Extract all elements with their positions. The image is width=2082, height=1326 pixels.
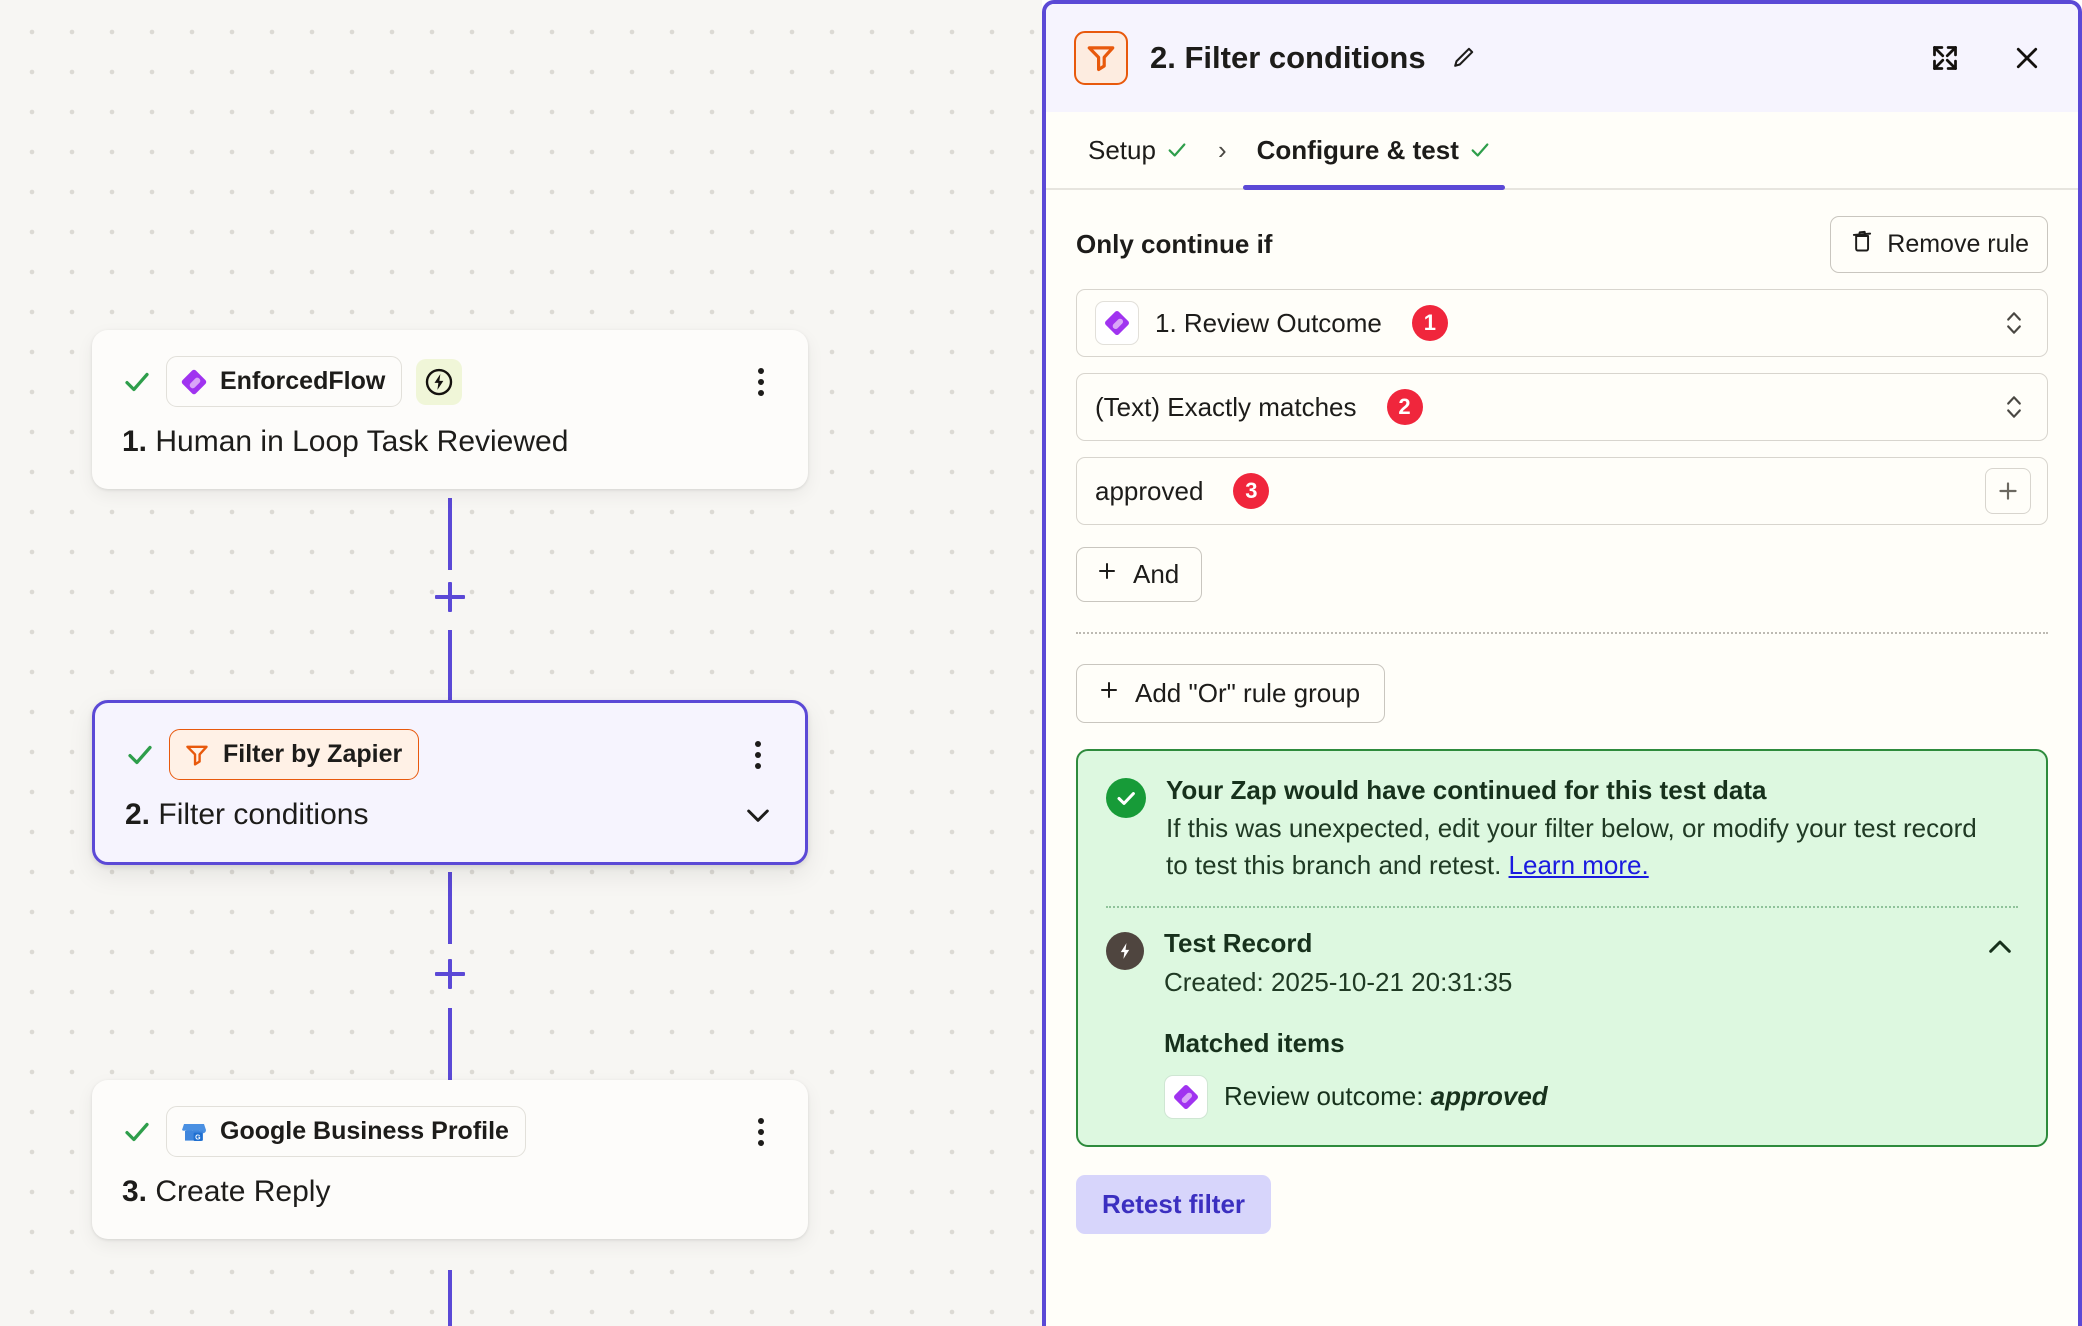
matched-item-value: approved xyxy=(1430,1081,1548,1112)
plus-icon xyxy=(1095,559,1119,590)
stepper-icon[interactable] xyxy=(1997,390,2031,424)
node-title-1: 1. Human in Loop Task Reviewed xyxy=(122,425,778,459)
rule-operator-value: (Text) Exactly matches xyxy=(1095,391,1357,422)
expand-icon[interactable] xyxy=(1924,37,1966,79)
annotation-badge-2: 2 xyxy=(1386,389,1423,425)
retest-filter-button[interactable]: Retest filter xyxy=(1076,1174,1272,1234)
enforcedflow-diamond-icon xyxy=(1164,1074,1208,1119)
test-record-title: Test Record xyxy=(1164,927,1313,958)
chevron-up-icon[interactable] xyxy=(1982,928,2018,964)
node-menu-button-1[interactable] xyxy=(744,365,778,399)
enforcedflow-diamond-icon xyxy=(180,368,208,396)
app-chip-label: EnforcedFlow xyxy=(220,367,386,395)
connector-line-1-top xyxy=(448,498,452,570)
matched-item-row: Review outcome: approved xyxy=(1164,1074,2018,1119)
enforcedflow-diamond-icon xyxy=(1095,301,1139,345)
rules-header: Only continue if Remove rule xyxy=(1076,216,2048,273)
panel-tabs: Setup › Configure & test xyxy=(1046,112,2078,190)
rule-value-input[interactable]: approved xyxy=(1095,475,1204,506)
annotation-badge-1: 1 xyxy=(1411,305,1448,341)
node-step-title: Human in Loop Task Reviewed xyxy=(155,425,569,458)
learn-more-link[interactable]: Learn more. xyxy=(1508,849,1649,880)
connector-line-1-bottom xyxy=(448,630,452,700)
rule-subject-value: 1. Review Outcome xyxy=(1155,307,1382,338)
node-menu-button-2[interactable] xyxy=(741,738,775,772)
app-chip-filter-by-zapier[interactable]: Filter by Zapier xyxy=(169,729,420,780)
add-step-button-1[interactable] xyxy=(428,575,472,619)
node-step-number: 3. xyxy=(122,1175,148,1208)
add-step-button-2[interactable] xyxy=(428,952,472,996)
close-icon[interactable] xyxy=(2006,37,2048,79)
connector-line-2-bottom xyxy=(448,1008,452,1080)
google-business-profile-icon: G xyxy=(180,1118,208,1146)
chevron-down-icon[interactable] xyxy=(741,798,775,832)
rule-field-subject[interactable]: 1. Review Outcome 1 xyxy=(1076,289,2048,357)
node-step-title: Filter conditions xyxy=(158,798,369,831)
and-label: And xyxy=(1133,559,1180,589)
matched-item-prefix: Review outcome: xyxy=(1224,1081,1424,1112)
workflow-canvas[interactable]: EnforcedFlow 1. Human in Loop Task Revie… xyxy=(0,0,1042,1326)
panel-header: 2. Filter conditions xyxy=(1046,4,2078,112)
success-check-icon xyxy=(1106,778,1146,818)
app-chip-google-business-profile[interactable]: G Google Business Profile xyxy=(166,1106,526,1157)
remove-rule-button[interactable]: Remove rule xyxy=(1830,216,2048,273)
tab-separator: › xyxy=(1217,134,1227,165)
lightning-bolt-icon xyxy=(416,358,463,405)
or-rule-group-label: Add "Or" rule group xyxy=(1135,678,1361,708)
green-check-icon xyxy=(125,740,155,770)
add-or-rule-group-button[interactable]: Add "Or" rule group xyxy=(1076,664,1386,723)
green-check-icon xyxy=(122,1117,152,1147)
node-title-3: 3. Create Reply xyxy=(122,1175,778,1209)
green-check-icon xyxy=(122,367,152,397)
node-title-2: 2. Filter conditions xyxy=(125,798,775,832)
insert-data-plus-icon[interactable] xyxy=(1985,468,2031,514)
tab-setup[interactable]: Setup xyxy=(1074,112,1202,188)
tab-label: Setup xyxy=(1088,134,1156,165)
page-title: 2. Filter conditions xyxy=(1150,40,1426,75)
step-detail-panel: 2. Filter conditions Setup xyxy=(1042,0,2082,1326)
workflow-node-2[interactable]: Filter by Zapier 2. Filter conditions xyxy=(92,700,808,865)
node-step-number: 2. xyxy=(125,798,151,831)
pencil-icon[interactable] xyxy=(1448,43,1478,73)
check-icon xyxy=(1168,143,1186,157)
annotation-badge-3: 3 xyxy=(1233,473,1270,509)
only-continue-if-label: Only continue if xyxy=(1076,229,1273,259)
remove-rule-label: Remove rule xyxy=(1887,230,2029,258)
plus-icon xyxy=(1097,678,1121,709)
test-record-created: Created: 2025-10-21 20:31:35 xyxy=(1164,966,1513,997)
app-chip-label: Filter by Zapier xyxy=(223,740,403,768)
app-chip-label: Google Business Profile xyxy=(220,1117,509,1145)
svg-text:G: G xyxy=(195,1134,201,1141)
result-title: Your Zap would have continued for this t… xyxy=(1166,775,1767,805)
filter-funnel-icon xyxy=(183,741,211,769)
workflow-node-3[interactable]: G Google Business Profile 3. Create Repl… xyxy=(92,1080,808,1239)
rule-field-value[interactable]: approved 3 xyxy=(1076,457,2048,525)
rule-field-operator[interactable]: (Text) Exactly matches 2 xyxy=(1076,373,2048,441)
stepper-icon[interactable] xyxy=(1997,306,2031,340)
node-step-number: 1. xyxy=(122,425,148,458)
matched-items-label: Matched items xyxy=(1164,1027,1345,1058)
result-divider xyxy=(1106,905,2018,908)
trash-icon xyxy=(1849,228,1875,261)
connector-line-2-top xyxy=(448,872,452,944)
lightning-bolt-icon xyxy=(1106,931,1144,970)
tab-label: Configure & test xyxy=(1256,134,1459,165)
test-result-panel: Your Zap would have continued for this t… xyxy=(1076,749,2048,1147)
node-step-title: Create Reply xyxy=(155,1175,331,1208)
filter-funnel-icon xyxy=(1074,31,1128,85)
result-body-line2: to test this branch and retest. xyxy=(1166,849,1502,880)
connector-line-3-bottom xyxy=(448,1270,452,1326)
app-chip-enforcedflow[interactable]: EnforcedFlow xyxy=(166,356,403,407)
workflow-node-1[interactable]: EnforcedFlow 1. Human in Loop Task Revie… xyxy=(92,330,808,489)
result-body-line1: If this was unexpected, edit your filter… xyxy=(1166,813,1977,843)
section-divider xyxy=(1076,632,2048,634)
tab-configure-and-test[interactable]: Configure & test xyxy=(1242,112,1506,190)
panel-body: Only continue if Remove rule 1. Review O… xyxy=(1046,190,2078,1234)
node-menu-button-3[interactable] xyxy=(744,1115,778,1149)
check-icon xyxy=(1471,143,1489,157)
add-and-condition-button[interactable]: And xyxy=(1076,547,1203,602)
